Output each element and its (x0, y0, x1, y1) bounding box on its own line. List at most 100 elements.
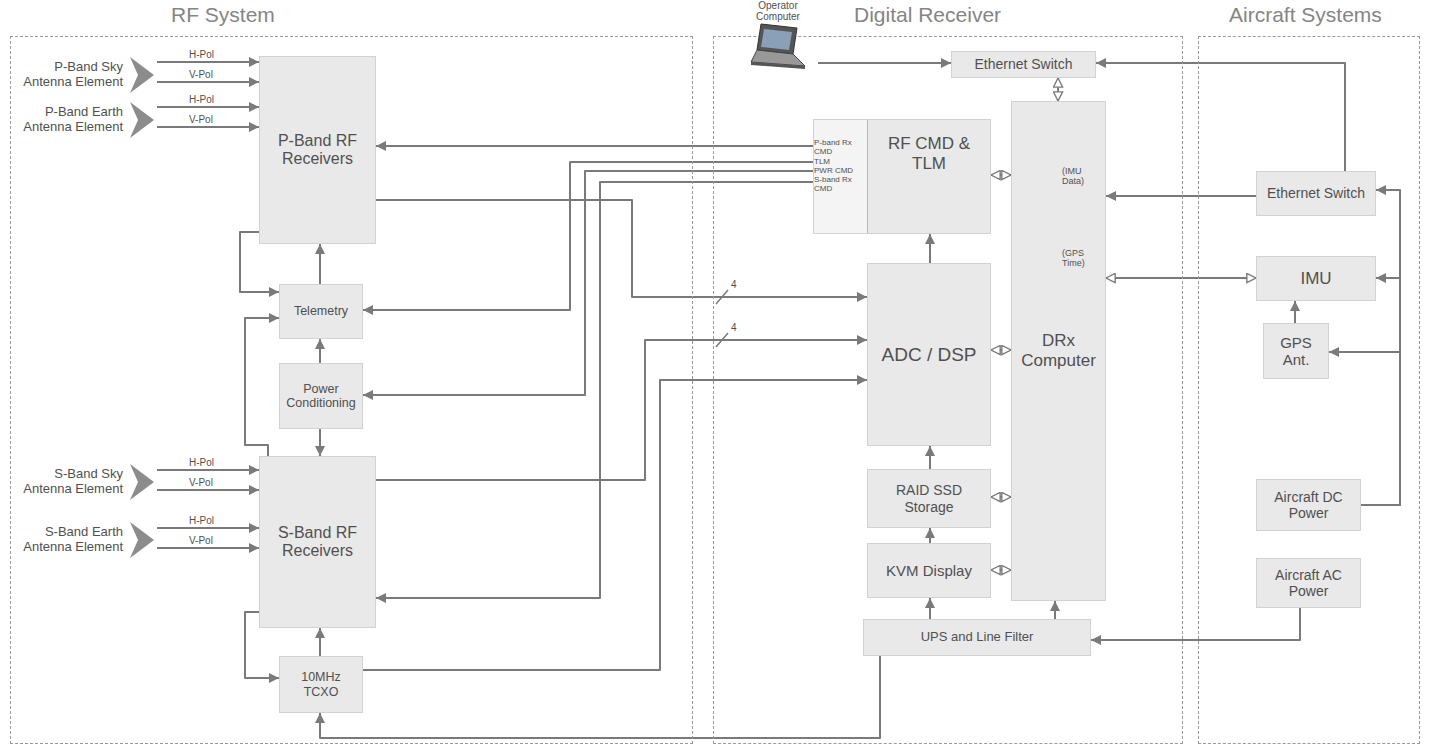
component-box: ADC / DSP (867, 263, 991, 446)
signal-connector (319, 244, 321, 284)
antenna-symbol (129, 463, 155, 501)
box-label: UPS and Line Filter (921, 630, 1034, 645)
box-label: Ethernet Switch (974, 56, 1072, 72)
signal-connector (363, 171, 813, 395)
component-box: Ethernet Switch (951, 51, 1096, 78)
antenna-chevron (130, 102, 154, 138)
component-box: P-Band RF Receivers (259, 56, 376, 244)
signal-connector (991, 496, 1011, 498)
signal-connector (157, 547, 259, 549)
signal-connector (363, 380, 867, 670)
box-label: ADC / DSP (881, 344, 976, 366)
polarization-label: H-Pol (188, 49, 215, 60)
region-heading: Aircraft Systems (1229, 3, 1382, 27)
box-label: Power Conditioning (284, 382, 358, 411)
component-box: 10MHz TCXO (279, 656, 363, 713)
operator-computer: Operator Computer (738, 0, 818, 80)
signal-connector (991, 174, 1011, 176)
computer-label: Operator Computer (743, 0, 813, 22)
polarization-label: V-Pol (188, 114, 214, 125)
component-box: UPS and Line Filter (863, 619, 1091, 656)
signal-connector (991, 569, 1011, 571)
bus-width: 4 (730, 279, 738, 290)
component-box: Aircraft AC Power (1256, 558, 1361, 608)
polarization-label: H-Pol (188, 515, 215, 526)
box-label: S-Band RF Receivers (264, 524, 371, 561)
signal-connector (1361, 278, 1400, 505)
signal-connector (376, 182, 813, 598)
signal-connector (991, 349, 1011, 351)
polarization-label: V-Pol (188, 69, 214, 80)
antenna-symbol (129, 101, 155, 139)
antenna-chevron (130, 57, 154, 93)
component-box: Aircraft DC Power (1256, 479, 1361, 531)
component-box: Ethernet Switch (1256, 171, 1376, 216)
signal-connector (319, 628, 321, 656)
laptop-base (751, 62, 805, 69)
signal-name: P-band Rx CMD (814, 138, 864, 156)
antenna-label: P-Band Earth Antenna Element (15, 105, 123, 135)
signal-connector (157, 527, 259, 529)
component-box: DRx Computer (1011, 101, 1106, 601)
signal-connector (157, 469, 259, 471)
signal-connector (363, 162, 813, 310)
signal-connector (376, 200, 867, 297)
signal-connector (1091, 608, 1300, 640)
signal-name: PWR CMD (814, 166, 864, 175)
box-label: IMU (1300, 269, 1331, 289)
antenna-element: S-Band Earth Antenna Element (15, 521, 157, 559)
antenna-chevron (130, 522, 154, 558)
polarization-label: H-Pol (188, 457, 215, 468)
box-label: RAID SSD Storage (872, 482, 986, 514)
component-box: Telemetry (279, 284, 363, 339)
laptop-display (761, 29, 792, 50)
antenna-label: P-Band Sky Antenna Element (15, 60, 123, 90)
data-name-label: (IMU Data) (1062, 166, 1104, 186)
signal-connector (1106, 277, 1256, 279)
system-region: RF SystemP-Band Sky Antenna ElementP-Ban… (10, 36, 693, 744)
bus-width-slash (716, 333, 728, 347)
antenna-symbol (129, 56, 155, 94)
polarization-label: V-Pol (188, 535, 214, 546)
signal-connector (157, 489, 259, 491)
box-label: KVM Display (886, 562, 972, 579)
signal-connector (245, 318, 279, 456)
polarization-label: V-Pol (188, 477, 214, 488)
signal-connector (1096, 63, 1345, 171)
signal-connector (376, 145, 813, 147)
bus-width-slash (716, 290, 728, 304)
system-region: Digital ReceiverEthernet SwitchRF CMD & … (713, 36, 1183, 744)
signal-connector (157, 106, 259, 108)
component-box: IMU (1256, 256, 1376, 301)
polarization-label: H-Pol (188, 94, 215, 105)
signal-connector (157, 126, 259, 128)
signal-connector (376, 340, 867, 480)
antenna-label: S-Band Sky Antenna Element (15, 467, 123, 497)
component-box: Power Conditioning (279, 363, 363, 429)
signal-connector (157, 81, 259, 83)
antenna-element: S-Band Sky Antenna Element (15, 463, 157, 501)
signal-connector (929, 446, 931, 469)
signal-connector (1057, 78, 1059, 101)
component-box: RAID SSD Storage (867, 469, 991, 528)
antenna-chevron (130, 464, 154, 500)
component-box: S-Band RF Receivers (259, 456, 376, 628)
signal-connector (319, 429, 321, 456)
box-label: 10MHz TCXO (284, 670, 358, 699)
signal-connector (929, 598, 931, 619)
signal-connector (1361, 190, 1400, 505)
signal-connector (929, 234, 931, 263)
signal-connector (1294, 301, 1296, 323)
region-heading: RF System (171, 3, 275, 27)
box-label: Aircraft DC Power (1261, 489, 1356, 521)
data-name-label: (GPS Time) (1062, 248, 1104, 268)
signal-name: S-band Rx CMD (814, 175, 864, 193)
region-heading: Digital Receiver (854, 3, 1001, 27)
antenna-element: P-Band Sky Antenna Element (15, 56, 157, 94)
component-box: KVM Display (867, 543, 991, 598)
signal-connector (929, 528, 931, 543)
box-label: P-Band RF Receivers (264, 132, 371, 169)
signal-connector (320, 656, 880, 738)
